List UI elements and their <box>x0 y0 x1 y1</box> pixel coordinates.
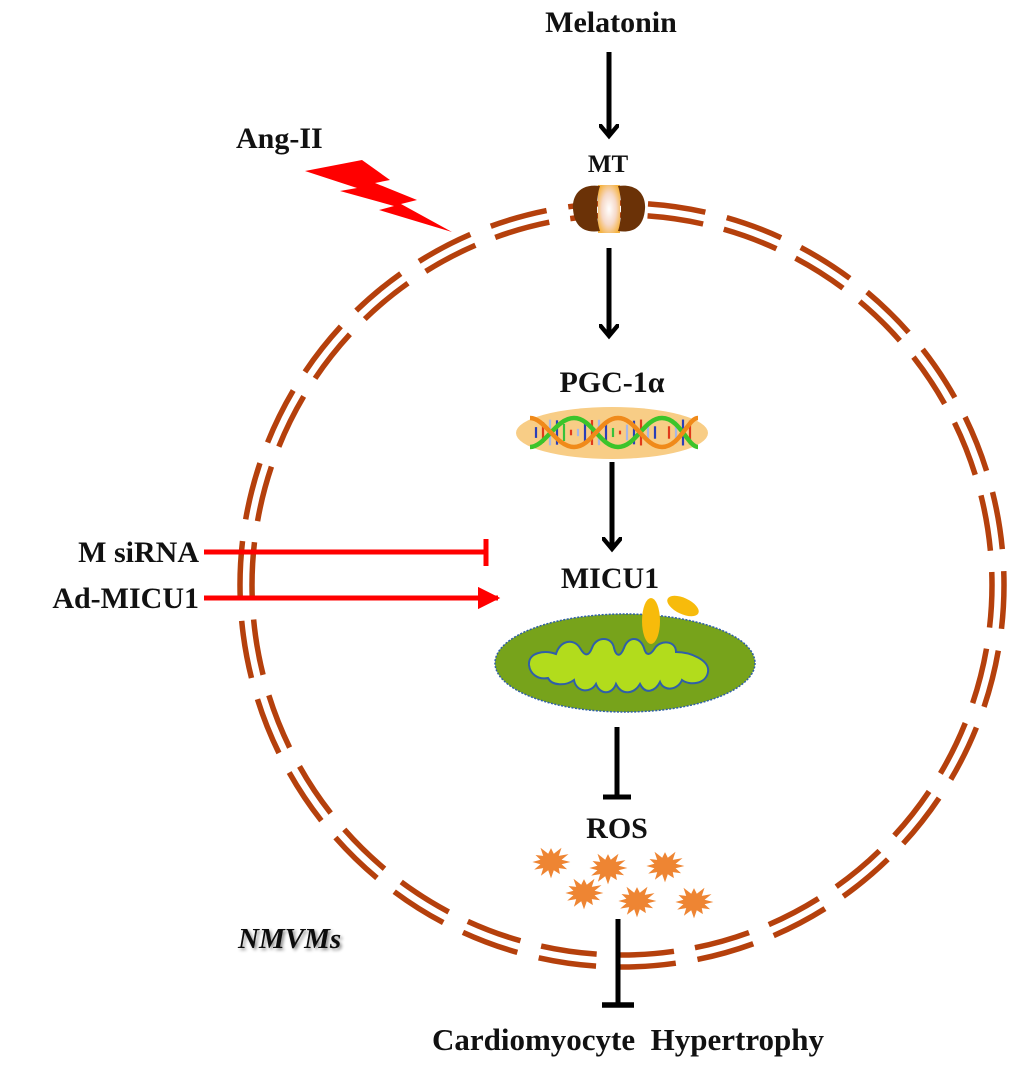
ros-label: ROS <box>586 812 648 845</box>
dna-nucleus-icon <box>516 407 708 459</box>
ros-burst-icon <box>565 878 604 910</box>
nmvms-cell-label: NMVMs <box>237 923 341 955</box>
ros-burst-icon <box>589 853 628 885</box>
mt-receptor-label: MT <box>588 151 629 178</box>
melatonin-label: Melatonin <box>545 6 677 39</box>
ros-burst-icon <box>618 886 657 918</box>
pgc-1a-label: PGC-1α <box>559 366 664 399</box>
cardiomyocyte-hypertrophy-label: Cardiomyocyte Hypertrophy <box>432 1022 825 1057</box>
lightning-bolt-icon <box>305 160 452 232</box>
ad-micu1-label: Ad-MICU1 <box>52 582 199 615</box>
ros-burst-icon <box>646 851 685 883</box>
micu1-protein-icon <box>642 595 699 644</box>
ang-ii-label: Ang-II <box>236 122 323 155</box>
mt-receptor-icon <box>572 185 646 233</box>
mitochondrion-icon <box>494 613 756 713</box>
ros-burst-icon <box>532 847 571 879</box>
m-sirna-label: M siRNA <box>78 536 199 569</box>
ros-cluster <box>532 847 714 919</box>
micu1-label: MICU1 <box>561 562 659 595</box>
ros-burst-icon <box>675 887 714 919</box>
